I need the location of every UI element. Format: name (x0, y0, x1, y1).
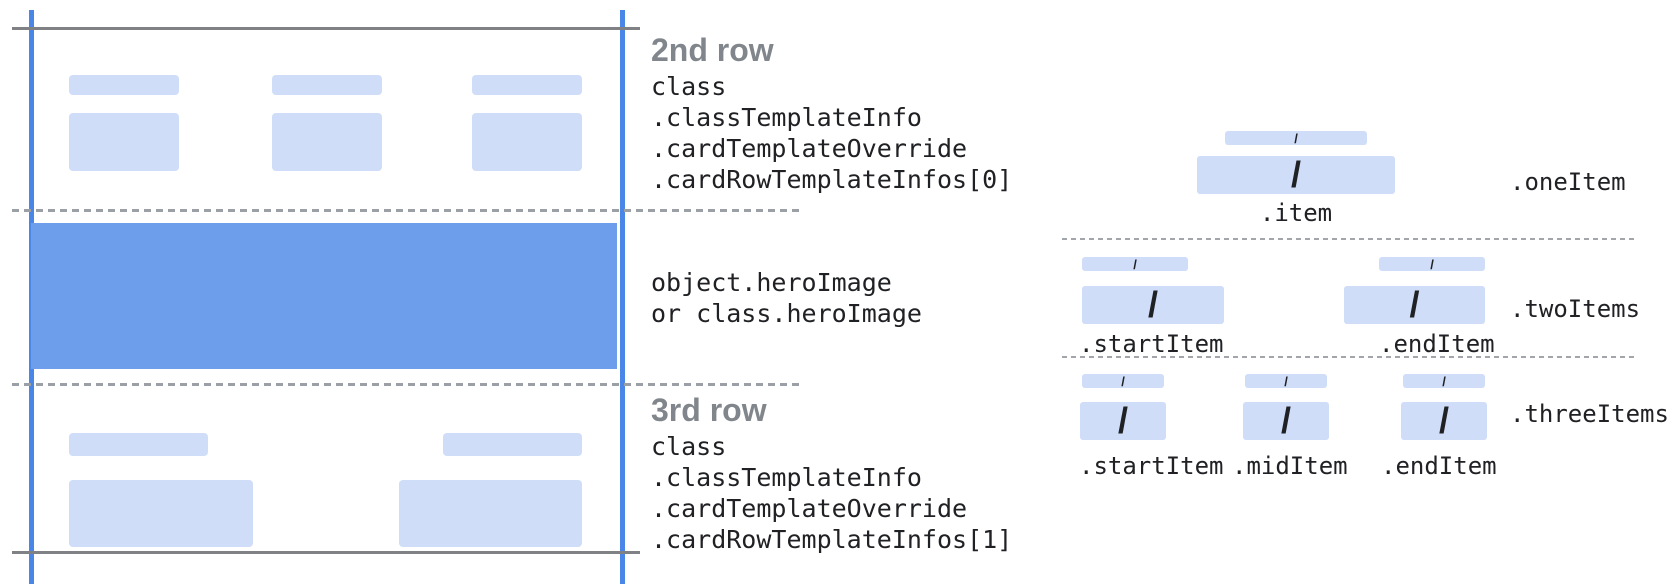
third-row-dashed-divider (12, 383, 800, 386)
hero-image-band (31, 223, 617, 369)
three-items-side-label: .threeItems (1510, 400, 1669, 428)
value-placeholder-box (272, 113, 382, 171)
item-value-placeholder-bar: / (1082, 286, 1224, 324)
code-line: class (651, 432, 727, 461)
slash-glyph: / (1290, 154, 1301, 195)
slash-glyph: / (1133, 256, 1137, 272)
code-line: .cardTemplateOverride (651, 134, 968, 163)
items-dashed-divider (1062, 356, 1634, 358)
slash-glyph: / (1280, 400, 1291, 441)
item-value-placeholder-bar: / (1344, 286, 1485, 324)
card-right-edge-line (620, 10, 625, 584)
items-dashed-divider (1062, 238, 1634, 240)
item-label-placeholder-bar: / (1082, 374, 1164, 388)
slash-glyph: / (1442, 373, 1446, 389)
item-value-placeholder-bar: / (1243, 402, 1329, 440)
third-row-code-path: class.classTemplateInfo.cardTemplateOver… (651, 431, 1012, 555)
label-placeholder-bar (472, 75, 582, 95)
label-placeholder-bar (272, 75, 382, 95)
item-value-placeholder-bar: / (1197, 156, 1395, 194)
item-value-placeholder-bar: / (1401, 402, 1487, 440)
code-line: .cardTemplateOverride (651, 494, 968, 523)
value-placeholder-box (69, 480, 253, 547)
code-line: .cardRowTemplateInfos[0] (651, 165, 1013, 194)
value-placeholder-box (399, 480, 582, 547)
value-placeholder-box (472, 113, 582, 171)
slash-glyph: / (1284, 373, 1288, 389)
two-items-side-label: .twoItems (1510, 295, 1641, 323)
card-top-divider-line (12, 27, 640, 30)
one-item-side-label: .oneItem (1510, 168, 1626, 196)
item-label-placeholder-bar: / (1225, 131, 1367, 145)
code-line: .classTemplateInfo (651, 103, 922, 132)
label-placeholder-bar (443, 433, 582, 456)
slash-glyph: / (1409, 284, 1420, 325)
item-label-placeholder-bar: / (1082, 257, 1188, 271)
three-items-mid-caption: .midItem (1232, 452, 1348, 480)
slash-glyph: / (1430, 256, 1434, 272)
one-item-caption: .item (1259, 199, 1333, 227)
two-items-start-caption: .startItem (1079, 330, 1224, 358)
card-bottom-divider-line (12, 551, 640, 554)
slash-glyph: / (1121, 373, 1125, 389)
second-row-code-path: class.classTemplateInfo.cardTemplateOver… (651, 71, 1012, 195)
second-row-dashed-divider (12, 209, 800, 212)
item-label-placeholder-bar: / (1403, 374, 1485, 388)
label-placeholder-bar (69, 433, 208, 456)
slash-glyph: / (1117, 400, 1128, 441)
three-items-start-caption: .startItem (1079, 452, 1224, 480)
slash-glyph: / (1294, 130, 1298, 146)
label-placeholder-bar (69, 75, 179, 95)
code-line: or class.heroImage (651, 299, 922, 328)
item-label-placeholder-bar: / (1245, 374, 1327, 388)
third-row-heading: 3rd row (651, 392, 767, 428)
slash-glyph: / (1438, 400, 1449, 441)
item-value-placeholder-bar: / (1080, 402, 1166, 440)
item-label-placeholder-bar: / (1379, 257, 1485, 271)
second-row-heading: 2nd row (651, 32, 774, 68)
code-line: .cardRowTemplateInfos[1] (651, 525, 1013, 554)
code-line: object.heroImage (651, 268, 892, 297)
code-line: class (651, 72, 727, 101)
two-items-end-caption: .endItem (1379, 330, 1495, 358)
three-items-end-caption: .endItem (1381, 452, 1497, 480)
code-line: .classTemplateInfo (651, 463, 922, 492)
slash-glyph: / (1147, 284, 1158, 325)
value-placeholder-box (69, 113, 179, 171)
